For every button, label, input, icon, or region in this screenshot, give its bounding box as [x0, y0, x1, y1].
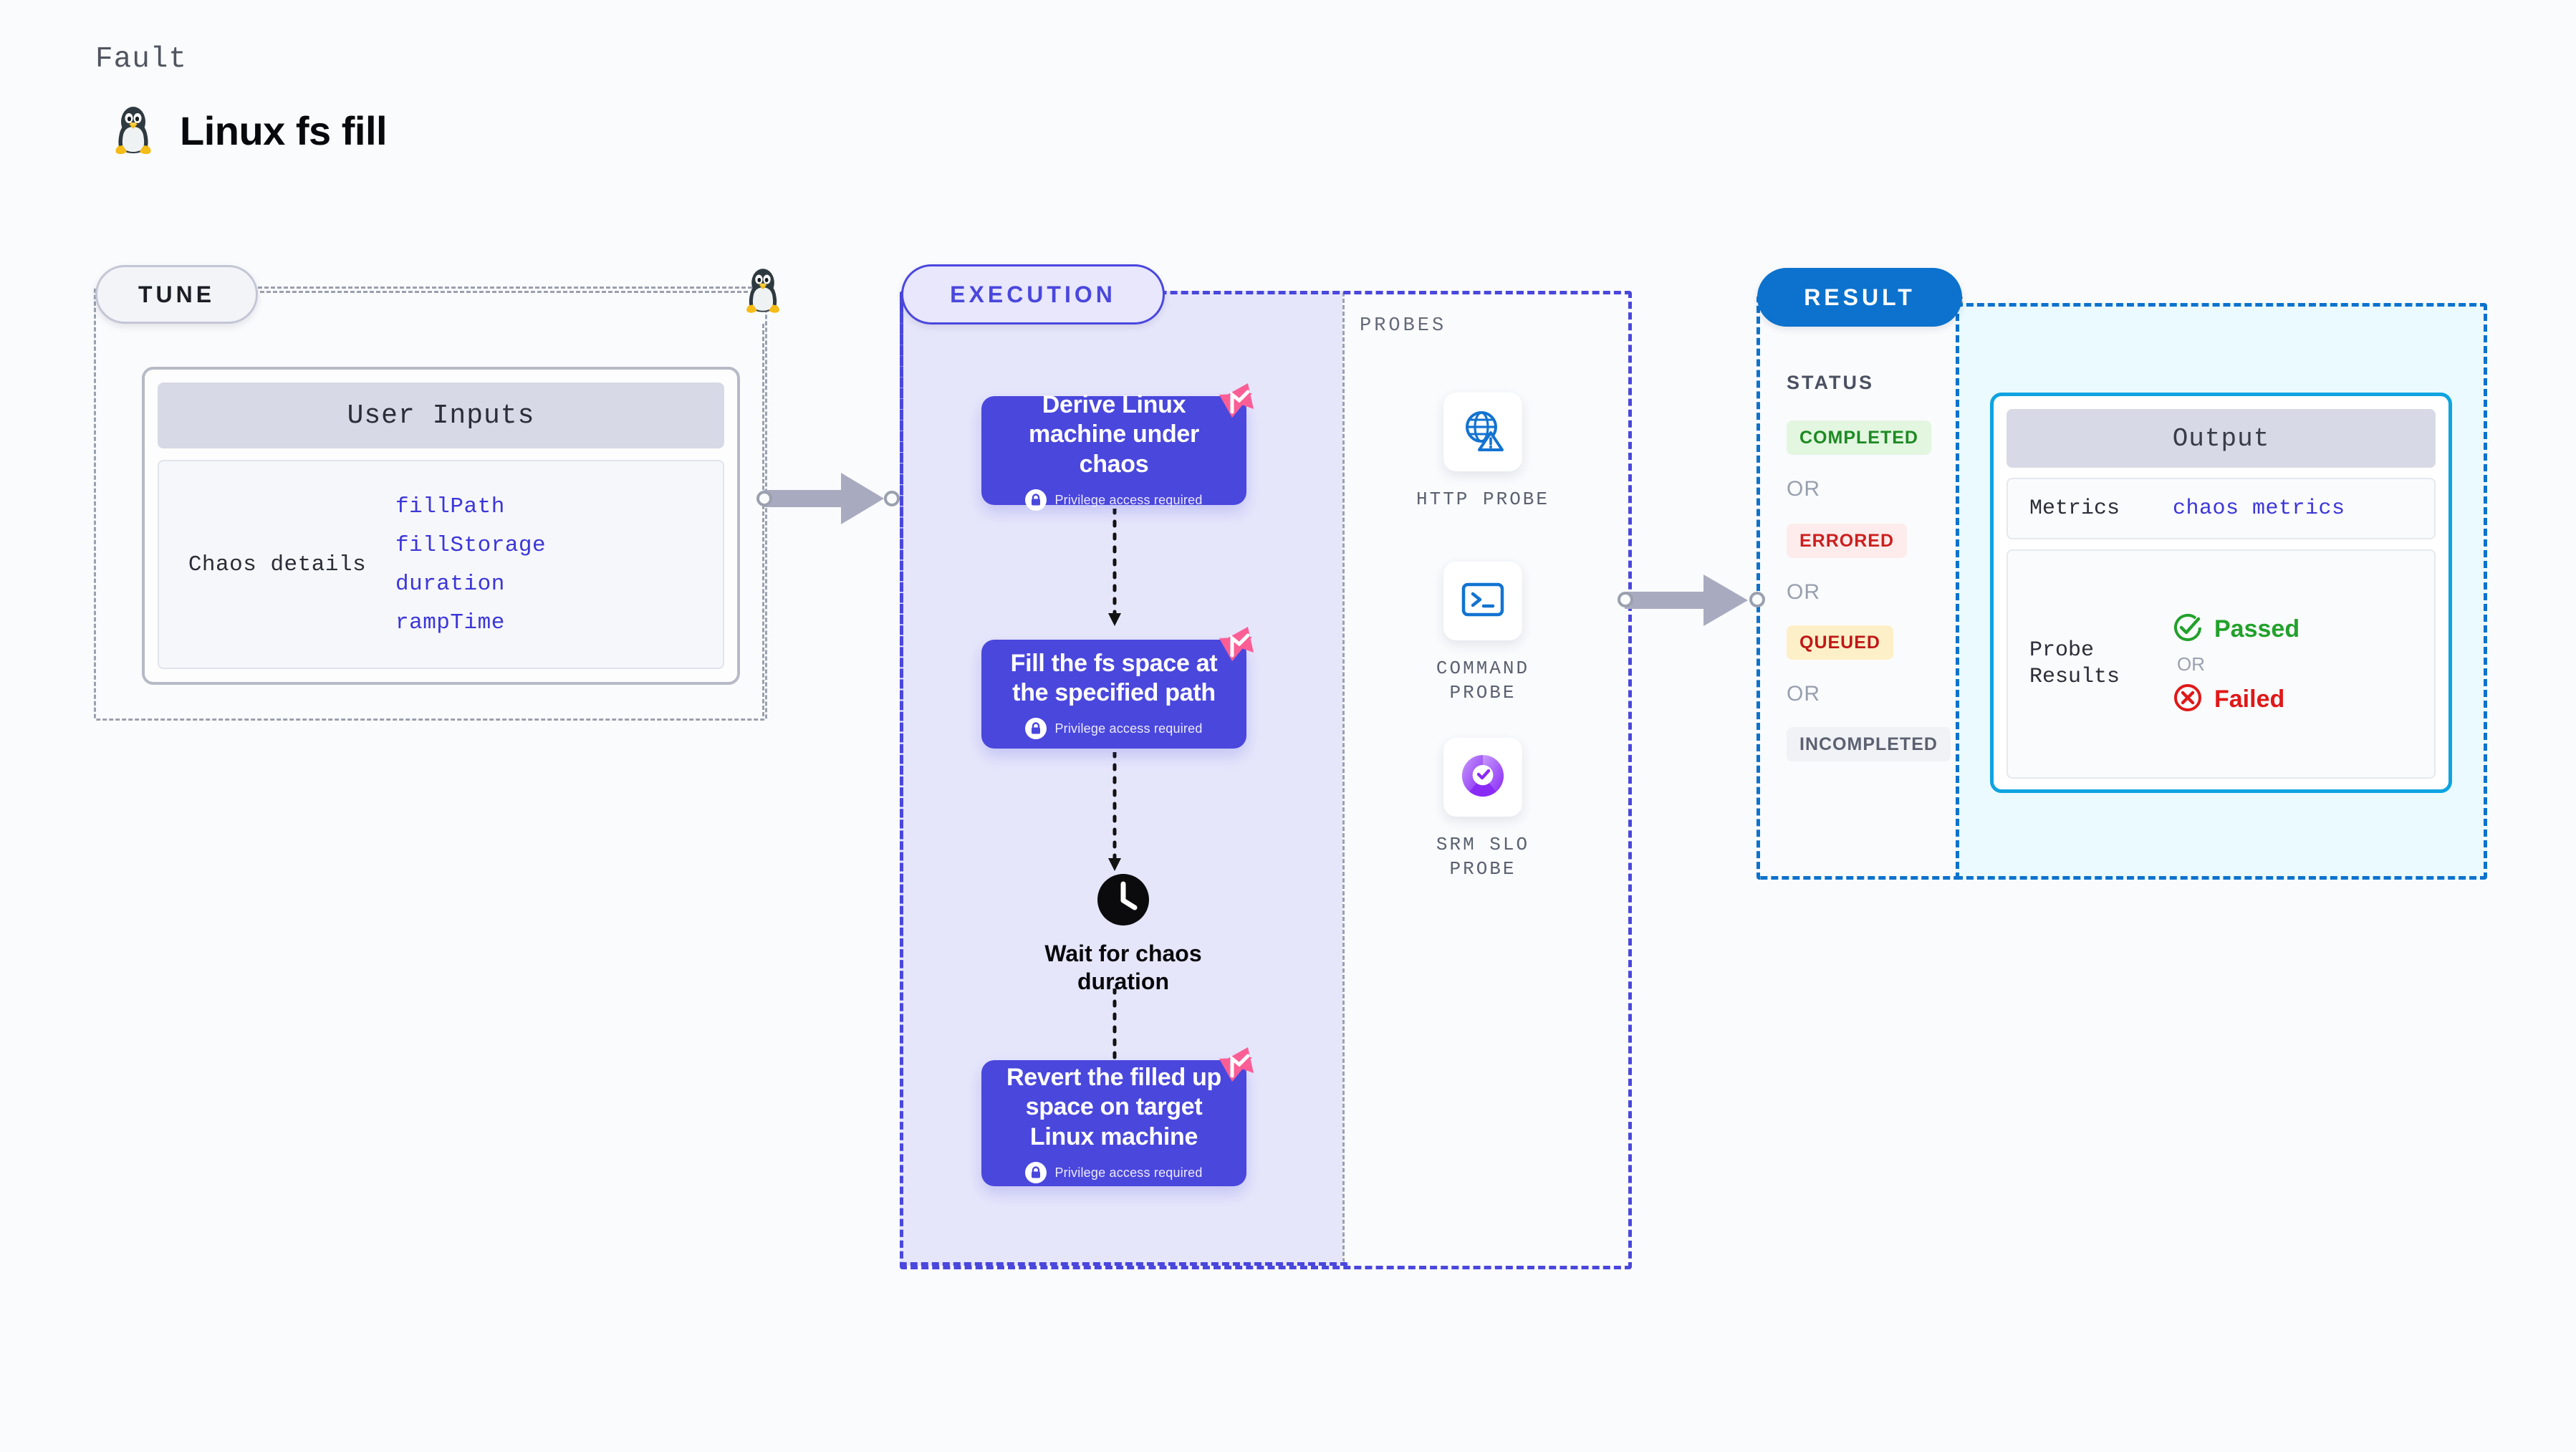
probe-result-passed-label: Passed [2214, 615, 2300, 643]
execution-node-title: Derive Linux machine under chaos [1029, 390, 1199, 478]
stage-pill-result-label: RESULT [1804, 284, 1916, 310]
chaos-param-fillstorage[interactable]: fillStorage [395, 532, 547, 558]
output-metrics-key: Metrics [2029, 496, 2120, 521]
connector-arrow-tune-to-execution [764, 473, 884, 524]
chaos-details-row: Chaos details fillPath fillStorage durat… [158, 460, 724, 669]
user-inputs-header: User Inputs [158, 383, 724, 448]
probe-caption: SRM SLO PROBE [1436, 834, 1530, 880]
page-title: Linux fs fill [180, 108, 388, 153]
status-badge-text: INCOMPLETED [1799, 734, 1938, 754]
output-metrics-value[interactable]: chaos metrics [2173, 496, 2345, 521]
status-badge-text: ERRORED [1799, 530, 1895, 551]
probe-result-passed: Passed [2173, 612, 2299, 646]
x-circle-icon [2173, 683, 2203, 716]
stage-pill-tune-label: TUNE [138, 281, 216, 307]
probe-result-failed-label: Failed [2214, 685, 2285, 713]
user-inputs-card: User Inputs Chaos details fillPath fillS… [142, 367, 740, 685]
slo-donut-check-icon [1459, 752, 1506, 803]
probe-result-or: OR [2177, 653, 2205, 675]
chaos-param-fillpath[interactable]: fillPath [395, 494, 505, 519]
stage-pill-tune[interactable]: TUNE [95, 265, 258, 324]
chaos-params-list: fillPath fillStorage duration rampTime [395, 494, 546, 635]
probe-caption: HTTP PROBE [1416, 489, 1550, 510]
probes-label: PROBES [1360, 315, 1447, 337]
execution-node-revert-filled-space[interactable]: Revert the filled up space on target Lin… [981, 1047, 1254, 1186]
output-header: Output [2007, 409, 2436, 468]
probe-result-failed: Failed [2173, 683, 2299, 716]
connector-arrow-execution-to-result [1625, 574, 1748, 626]
privilege-badge-text: Privilege access required [1054, 1165, 1203, 1180]
output-probe-results-key: Probe Results [2008, 638, 2173, 690]
privilege-badge: Privilege access required [1025, 489, 1202, 511]
probe-item-command[interactable]: COMMAND PROBE [1397, 562, 1569, 706]
stage-pill-execution-label: EXECUTION [950, 281, 1116, 307]
probe-tile [1443, 738, 1522, 817]
status-or-1: OR [1787, 477, 1820, 501]
clock-icon [1096, 872, 1150, 927]
connector-dot-probes-out [1618, 592, 1633, 607]
status-badge-errored: ERRORED [1787, 524, 1908, 558]
lock-icon [1025, 718, 1047, 740]
linux-penguin-icon [112, 103, 154, 158]
linux-penguin-marker-icon [744, 265, 782, 317]
flow-arrow-1 [1108, 509, 1121, 626]
page-header: Fault Linux fs fill [95, 43, 388, 158]
chaos-details-label: Chaos details [188, 552, 367, 577]
status-or-2: OR [1787, 580, 1820, 604]
probe-tile [1443, 562, 1522, 640]
stage-pill-result[interactable]: RESULT [1757, 268, 1962, 327]
execution-node-title: Revert the filled up space on target Lin… [1006, 1063, 1222, 1150]
output-metrics-row: Metrics chaos metrics [2007, 478, 2436, 539]
chaos-param-ramptime[interactable]: rampTime [395, 610, 505, 635]
execution-node-title: Wait for chaos duration [1044, 941, 1202, 995]
execution-node-fill-fs-space[interactable]: Fill the fs space at the specified path … [981, 627, 1254, 749]
output-probe-results-key-text: Probe Results [2029, 638, 2120, 689]
page-title-row: Linux fs fill [112, 103, 388, 158]
status-label: STATUS [1787, 372, 1874, 393]
tune-penguin-dashed-line [762, 324, 764, 716]
status-badge-text: COMPLETED [1799, 427, 1918, 448]
execution-node-title: Fill the fs space at the specified path [1010, 649, 1218, 706]
harness-chaos-ribbon-icon [1211, 376, 1262, 428]
privilege-badge: Privilege access required [1025, 718, 1203, 740]
status-badge-incompleted: INCOMPLETED [1787, 727, 1951, 761]
status-or-3: OR [1787, 682, 1820, 706]
output-card: Output Metrics chaos metrics Probe Resul… [1990, 393, 2452, 793]
page-eyebrow: Fault [95, 43, 188, 76]
status-badge-text: QUEUED [1799, 632, 1880, 653]
connector-dot-result-in [1749, 592, 1765, 607]
probe-tile [1443, 393, 1522, 471]
stage-pill-execution[interactable]: EXECUTION [901, 264, 1165, 324]
harness-chaos-ribbon-icon [1211, 1040, 1262, 1092]
harness-chaos-ribbon-icon [1211, 620, 1262, 671]
execution-node-wait-for-chaos-duration[interactable]: Wait for chaos duration [1032, 872, 1215, 996]
privilege-badge: Privilege access required [1025, 1162, 1203, 1184]
chaos-param-duration[interactable]: duration [395, 571, 505, 597]
connector-dot-tune-out [756, 491, 772, 506]
tune-top-dashed-link [254, 291, 748, 293]
lock-icon [1025, 1162, 1047, 1184]
connector-dot-execution-in [884, 491, 900, 506]
terminal-icon [1461, 582, 1504, 621]
status-badge-completed: COMPLETED [1787, 420, 1931, 455]
probe-caption: COMMAND PROBE [1436, 658, 1530, 704]
check-circle-icon [2173, 612, 2203, 646]
output-probe-results-values: Passed OR Failed [2173, 612, 2299, 716]
privilege-badge-text: Privilege access required [1054, 492, 1203, 507]
probe-item-http[interactable]: HTTP PROBE [1397, 393, 1569, 511]
globe-warning-icon [1461, 408, 1505, 456]
output-probe-results-row: Probe Results Passed OR [2007, 549, 2436, 779]
execution-node-derive-linux-machine[interactable]: Derive Linux machine under chaos Privile… [981, 383, 1254, 511]
result-stage-container [1756, 295, 1963, 880]
probe-item-srm-slo[interactable]: SRM SLO PROBE [1397, 738, 1569, 882]
lock-icon [1025, 489, 1047, 511]
flow-arrow-2 [1108, 752, 1121, 871]
privilege-badge-text: Privilege access required [1054, 721, 1203, 736]
status-badge-queued: QUEUED [1787, 625, 1893, 660]
